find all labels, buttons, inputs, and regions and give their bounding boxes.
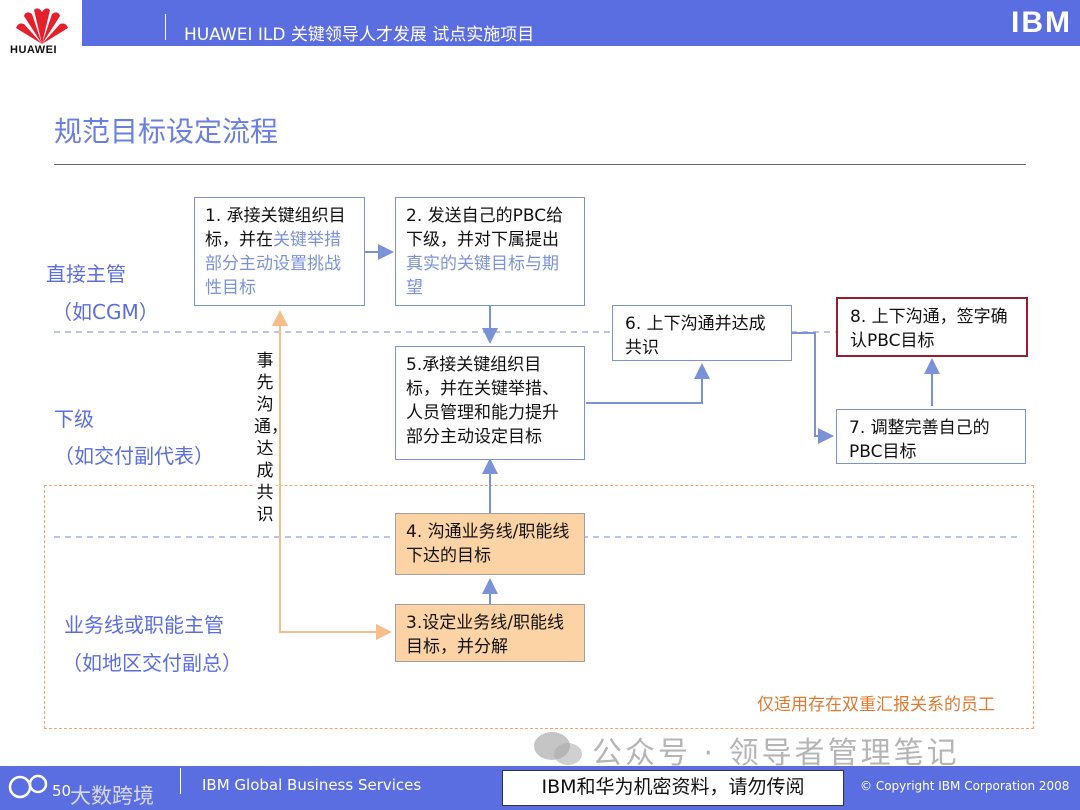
- brand-text: HUAWEI: [10, 44, 57, 56]
- step-2-highlight: 真实的关键目标与期望: [406, 254, 559, 298]
- wechat-icon: [534, 732, 582, 765]
- footer-services: IBM Global Business Services: [202, 776, 422, 794]
- lane-label-line-manager-sub: （如地区交付副总）: [62, 651, 242, 675]
- step-5-box: 5.承接关键组织目标，并在关键举措、人员管理和能力提升部分主动设定目标: [395, 346, 585, 460]
- step-6-box: 6. 上下沟通并达成共识: [612, 305, 792, 361]
- confidential-banner: IBM和华为机密资料，请勿传阅: [502, 770, 844, 806]
- project-title: HUAWEI ILD 关键领导人才发展 试点实施项目: [184, 25, 535, 45]
- header-bar: [0, 0, 1080, 46]
- step-3-box: 3.设定业务线/职能线目标，并分解: [395, 604, 585, 662]
- huawei-logo: HUAWEI: [0, 0, 82, 62]
- title-divider: [54, 164, 1026, 165]
- step-8-box: 8. 上下沟通，签字确认PBC目标: [836, 297, 1028, 357]
- step-1-text: 1. 承接关键组织目标，并在: [205, 206, 346, 250]
- pre-communication-label: 事先沟通，达成共识: [254, 350, 288, 526]
- header-divider: [165, 14, 166, 40]
- lane-label-subordinate-sub: （如交付副代表）: [54, 444, 214, 468]
- page-title: 规范目标设定流程: [54, 115, 279, 148]
- ibm-logo: IBM: [1011, 6, 1072, 39]
- corner-watermark: 大数跨境: [70, 784, 154, 808]
- huawei-flower-icon: [16, 8, 68, 44]
- badge-logo-icon: [8, 774, 48, 799]
- footer-divider: [180, 768, 181, 794]
- step-7-box: 7. 调整完善自己的PBC目标: [836, 409, 1026, 464]
- arrow-6-to-7: [792, 332, 834, 444]
- wechat-watermark: 公众号 · 领导者管理笔记: [592, 736, 960, 771]
- step-1-box: 1. 承接关键组织目标，并在关键举措部分主动设置挑战性目标: [194, 197, 365, 306]
- arrow-consensus-to-3: [279, 318, 392, 640]
- lane-label-subordinate: 下级: [54, 407, 94, 431]
- step-1-highlight: 关键举措部分主动设置挑战性目标: [205, 230, 341, 298]
- step-2-box: 2. 发送自己的PBC给下级，并对下属提出真实的关键目标与期望: [395, 197, 585, 306]
- copyright: © Copyright IBM Corporation 2008: [860, 779, 1070, 793]
- lane-label-supervisor-sub: （如CGM）: [52, 300, 159, 324]
- lane-label-line-manager: 业务线或职能主管: [64, 613, 224, 637]
- dual-reporting-region: [44, 485, 1034, 729]
- lane-label-supervisor: 直接主管: [46, 262, 126, 286]
- page-number: 50: [52, 782, 72, 800]
- applicability-note: 仅适用存在双重汇报关系的员工: [757, 695, 995, 715]
- step-4-box: 4. 沟通业务线/职能线下达的目标: [395, 513, 585, 575]
- arrow-5-to-6: [586, 363, 710, 404]
- step-2-text: 2. 发送自己的PBC给下级，并对下属提出: [406, 206, 564, 250]
